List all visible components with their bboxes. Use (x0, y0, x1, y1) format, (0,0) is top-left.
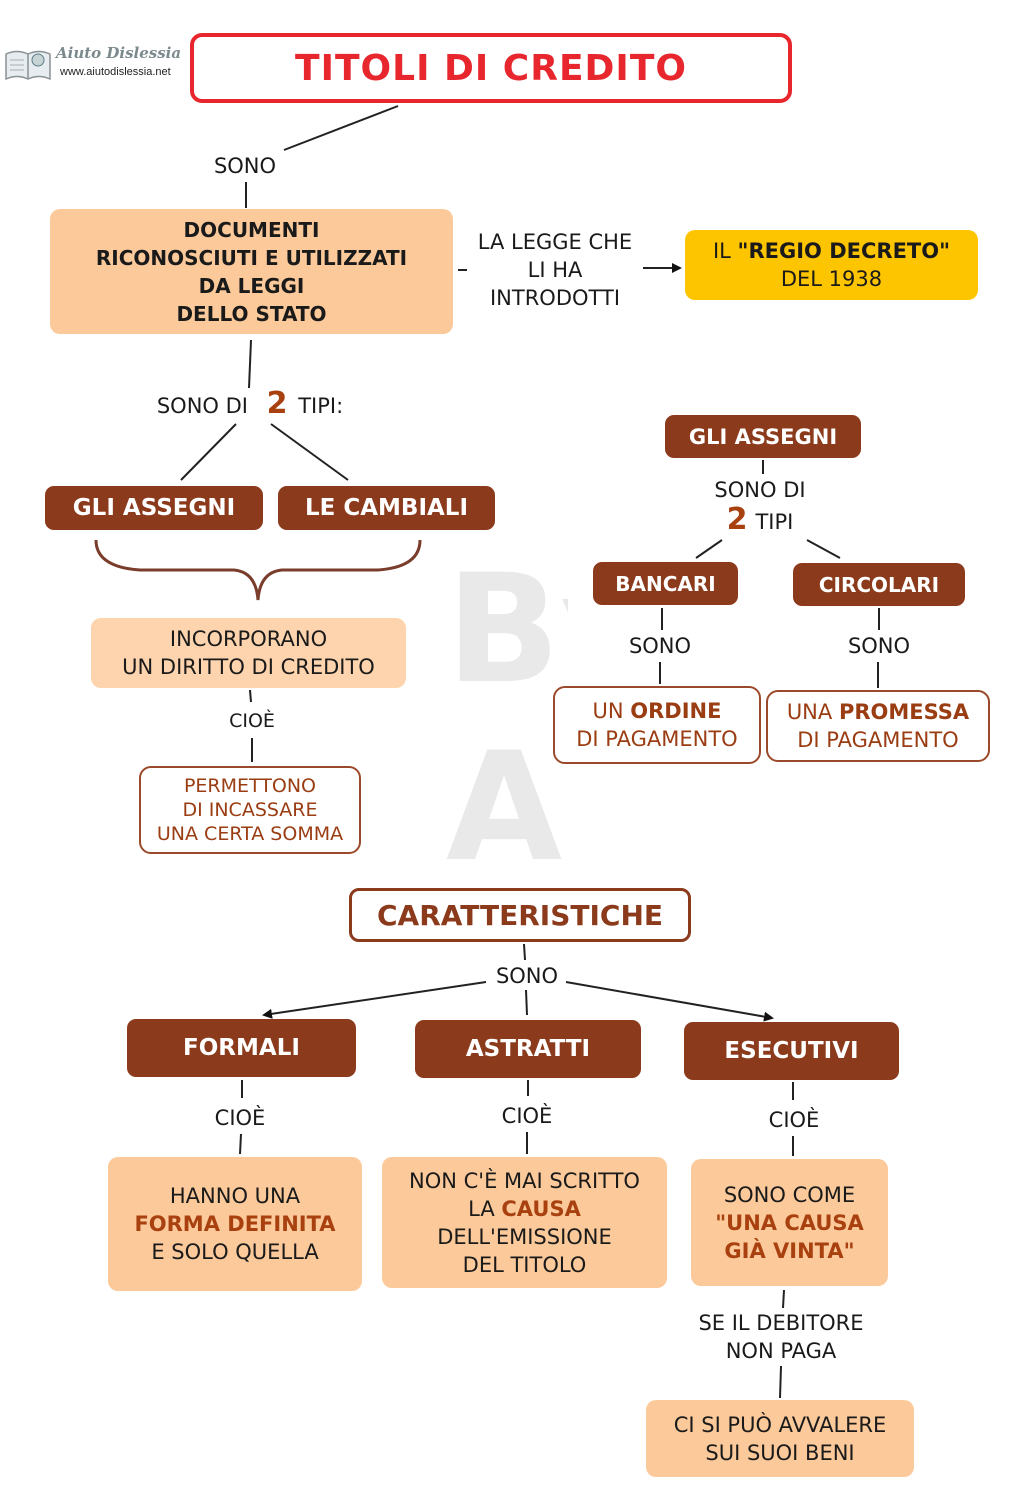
watermark: By Ai (446, 555, 568, 895)
caratteristiche-box: CARATTERISTICHE (349, 888, 691, 942)
logo-name: Aiuto Dislessia (56, 44, 182, 62)
connector-tipi: SONO DI 2 TIPI: (156, 386, 344, 421)
permettono-box: PERMETTONO DI INCASSARE UNA CERTA SOMMA (139, 766, 361, 854)
title-box: TITOLI DI CREDITO (190, 33, 792, 103)
connector-debitore: SE IL DEBITORE NON PAGA (698, 1311, 864, 1363)
connector-cioe-esecutivi: CIOÈ (768, 1108, 820, 1132)
book-icon (4, 46, 52, 82)
documenti-box: DOCUMENTI RICONOSCIUTI E UTILIZZATI DA L… (50, 209, 453, 334)
logo-url: www.aiutodislessia.net (60, 66, 171, 78)
promessa-box: UNA PROMESSA DI PAGAMENTO (766, 690, 990, 762)
astratti-box: ASTRATTI (415, 1020, 641, 1078)
assegni-right-box: GLI ASSEGNI (665, 415, 861, 458)
connector-cioe-left: CIOÈ (229, 710, 275, 732)
logo: Aiuto Dislessia www.aiutodislessia.net (4, 42, 184, 86)
formali-desc-box: HANNO UNA FORMA DEFINITA E SOLO QUELLA (108, 1157, 362, 1291)
regio-decreto-box: IL "REGIO DECRETO" DEL 1938 (685, 230, 978, 300)
circolari-box: CIRCOLARI (793, 563, 965, 606)
connector-legge: LA LEGGE CHE LI HA INTRODOTTI (477, 230, 633, 310)
bancari-box: BANCARI (593, 562, 738, 605)
ordine-box: UN ORDINE DI PAGAMENTO (553, 686, 761, 764)
connector-sono-bancari: SONO (628, 634, 692, 658)
connector-cioe-astratti: CIOÈ (501, 1104, 553, 1128)
beni-box: CI SI PUÒ AVVALERE SUI SUOI BENI (646, 1400, 914, 1477)
connector-sono-circolari: SONO (847, 634, 911, 658)
incorporano-box: INCORPORANO UN DIRITTO DI CREDITO (91, 618, 406, 688)
page-title: TITOLI DI CREDITO (295, 47, 687, 89)
esecutivi-box: ESECUTIVI (684, 1022, 899, 1080)
esecutivi-desc-box: SONO COME "UNA CAUSA GIÀ VINTA" (691, 1159, 888, 1286)
astratti-desc-box: NON C'È MAI SCRITTO LA CAUSA DELL'EMISSI… (382, 1157, 667, 1288)
connector-cioe-formali: CIOÈ (214, 1106, 266, 1130)
cambiali-box: LE CAMBIALI (278, 486, 495, 530)
assegni-box: GLI ASSEGNI (45, 486, 263, 530)
connector-sono-top: SONO (213, 154, 277, 178)
formali-box: FORMALI (127, 1019, 356, 1077)
connector-sono-caratt: SONO (495, 964, 559, 988)
